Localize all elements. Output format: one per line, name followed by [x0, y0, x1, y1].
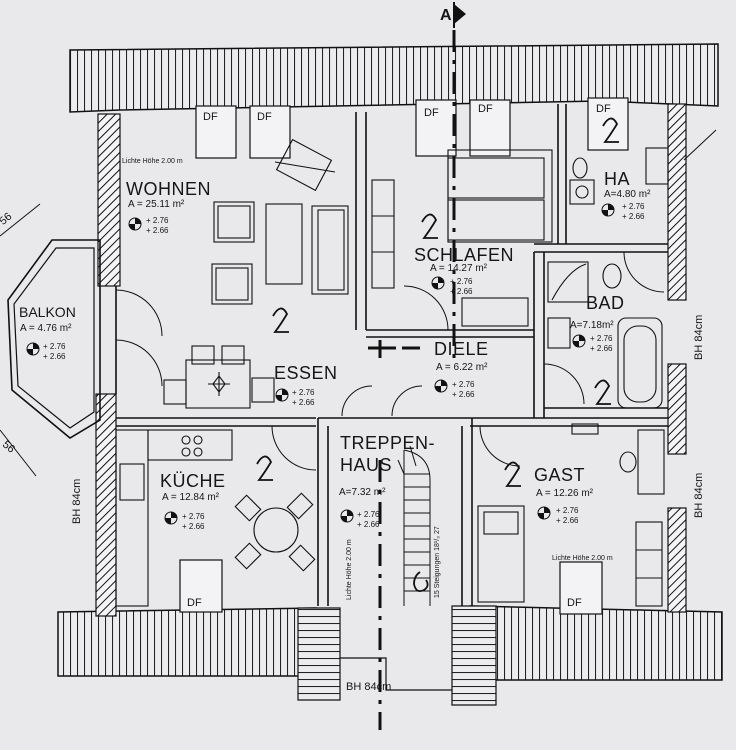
skylight-label-4: DF [478, 103, 493, 115]
room-area-diele: A = 6.22 m² [436, 362, 488, 373]
roof-bottom [57, 605, 723, 706]
parapet-right-bottom: BH 84cm [693, 472, 705, 518]
room-area-wohnen: A = 25.11 m² [128, 199, 185, 210]
living-furniture [211, 138, 349, 305]
level-upper-ha: + 2.76 [622, 202, 645, 211]
room-area-balkon: A = 4.76 m² [20, 323, 72, 334]
level-upper-schlafen: + 2.76 [450, 277, 473, 286]
room-name-wohnen: WOHNEN [126, 179, 211, 199]
parapet-left: BH 84cm [71, 478, 83, 524]
room-name-balkon: BALKON [19, 304, 76, 320]
level-lower-wohnen: + 2.66 [146, 226, 169, 235]
room-area-schlafen: A = 14.27 m² [430, 263, 487, 274]
handwritten-marks [256, 117, 619, 593]
room-area-treppenhaus: A=7.32 m² [339, 487, 386, 498]
clear-height-gast: Lichte Höhe 2.00 m [552, 555, 613, 562]
clear-height-treppenhaus: Lichte Höhe 2.00 m [346, 539, 353, 600]
level-lower-gast: + 2.66 [556, 516, 579, 525]
room-name-ha: HA [604, 169, 631, 189]
guest-furniture [477, 423, 665, 607]
level-upper-treppenhaus: + 2.76 [357, 510, 380, 519]
level-upper-diele: + 2.76 [452, 380, 475, 389]
room-name-treppenhaus-2: HAUS [340, 455, 393, 475]
skylight-label-6: DF [187, 597, 202, 609]
level-symbols [26, 203, 615, 525]
room-name-treppenhaus-1: TREPPEN- [340, 433, 436, 453]
room-name-essen: ESSEN [274, 363, 338, 383]
bathroom-fixtures [547, 147, 669, 409]
level-upper-gast: + 2.76 [556, 506, 579, 515]
dining-set [163, 345, 275, 409]
clear-height-wohnen: Lichte Höhe 2.00 m [122, 158, 183, 165]
exterior-walls [95, 103, 687, 617]
room-name-gast: GAST [534, 465, 586, 485]
skylight-label-7: DF [567, 597, 582, 609]
door-swings [115, 251, 665, 471]
staircase [397, 445, 431, 606]
level-lower-essen: + 2.66 [292, 398, 315, 407]
level-lower-balkon: + 2.66 [43, 352, 66, 361]
level-lower-kueche: + 2.66 [182, 522, 205, 531]
balcony [7, 239, 101, 439]
skylight-label-1: DF [203, 111, 218, 123]
level-upper-essen: + 2.76 [292, 388, 315, 397]
room-name-kueche: KÜCHE [160, 471, 226, 491]
level-lower-schlafen: + 2.66 [450, 287, 473, 296]
level-lower-treppenhaus: + 2.66 [357, 520, 380, 529]
room-name-bad: BAD [586, 293, 625, 313]
level-upper-bad: + 2.76 [590, 334, 613, 343]
room-area-kueche: A = 12.84 m² [162, 492, 219, 503]
dimension-lines [0, 129, 717, 477]
room-area-gast: A = 12.26 m² [536, 488, 593, 499]
level-lower-diele: + 2.66 [452, 390, 475, 399]
level-upper-balkon: + 2.76 [43, 342, 66, 351]
skylight-label-3: DF [424, 107, 439, 119]
level-upper-kueche: + 2.76 [182, 512, 205, 521]
room-area-bad: A=7.18m² [570, 320, 614, 331]
level-lower-ha: + 2.66 [622, 212, 645, 221]
interior-walls [115, 104, 668, 606]
room-name-schlafen: SCHLAFEN [414, 245, 515, 265]
parapet-right-top: BH 84cm [693, 314, 705, 360]
section-marker-top: A [440, 7, 452, 24]
parapet-bottom: BH 84cm [346, 681, 392, 693]
stair-steps-note: 15 Steigungen 18¹/₃ 27 [434, 526, 441, 598]
skylight-label-5: DF [596, 103, 611, 115]
section-line [368, 2, 466, 730]
bedroom-furniture [371, 149, 553, 327]
level-upper-wohnen: + 2.76 [146, 216, 169, 225]
skylight-label-2: DF [257, 111, 272, 123]
level-lower-bad: + 2.66 [590, 344, 613, 353]
room-area-ha: A=4.80 m² [604, 189, 651, 200]
room-name-diele: DIELE [434, 339, 489, 359]
kitchen-furniture [115, 429, 316, 607]
